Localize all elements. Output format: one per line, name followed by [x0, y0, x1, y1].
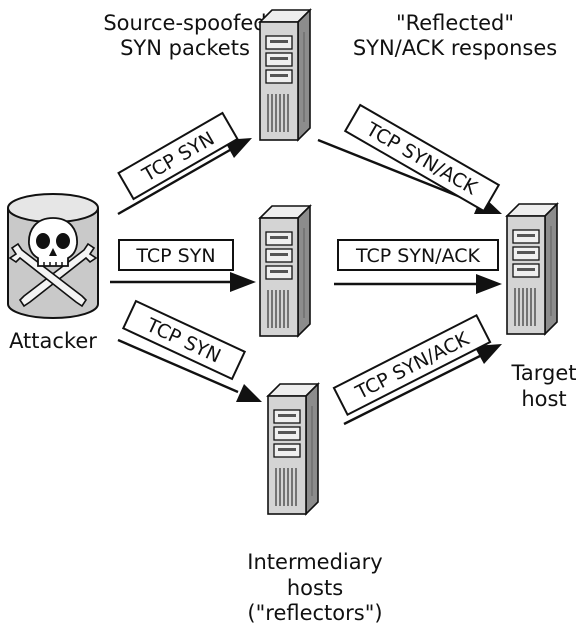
packet-synack-top-text: TCP SYN/ACK [361, 118, 481, 200]
intermediary-label-line1: Intermediary [247, 550, 382, 574]
intermediary-hosts-label: Intermediary hosts ("reflectors") [247, 550, 382, 624]
reflector-server-top-icon [259, 9, 311, 141]
packet-synack-top: TCP SYN/ACK [343, 103, 501, 213]
packet-synack-bottom: TCP SYN/ACK [332, 313, 492, 417]
reflected-label-line1: "Reflected" [396, 11, 514, 35]
target-label-line2: host [521, 387, 566, 411]
source-spoofed-label-line1: Source-spoofed [103, 11, 266, 35]
attacker-label: Attacker [9, 329, 97, 353]
target-label-line1: Target [511, 361, 577, 385]
target-server-icon [506, 203, 558, 335]
arrow-syn-bottom [117, 338, 262, 402]
intermediary-label-line2: hosts [287, 576, 343, 600]
packet-syn-middle: TCP SYN [118, 239, 234, 271]
target-host-label: Target host [511, 361, 577, 411]
packet-synack-bottom-text: TCP SYN/ACK [351, 328, 473, 405]
reflected-label: "Reflected" SYN/ACK responses [353, 11, 557, 60]
packet-synack-middle: TCP SYN/ACK [337, 239, 499, 271]
source-spoofed-label: Source-spoofed SYN packets [103, 11, 266, 60]
attacker-skull-crossbones-icon [7, 193, 99, 319]
reflector-server-middle-icon [259, 205, 311, 337]
arrow-synack-bottom [343, 344, 502, 426]
reflected-label-line2: SYN/ACK responses [353, 36, 557, 60]
packet-syn-middle-text: TCP SYN [135, 245, 215, 267]
source-spoofed-label-line2: SYN packets [120, 36, 250, 60]
arrow-synack-middle [334, 274, 502, 294]
reflector-server-bottom-icon [267, 383, 319, 515]
intermediary-label-line3: ("reflectors") [247, 601, 382, 624]
packet-syn-bottom: TCP SYN [121, 299, 247, 381]
arrow-syn-middle [110, 272, 256, 292]
packet-synack-middle-text: TCP SYN/ACK [355, 245, 480, 267]
